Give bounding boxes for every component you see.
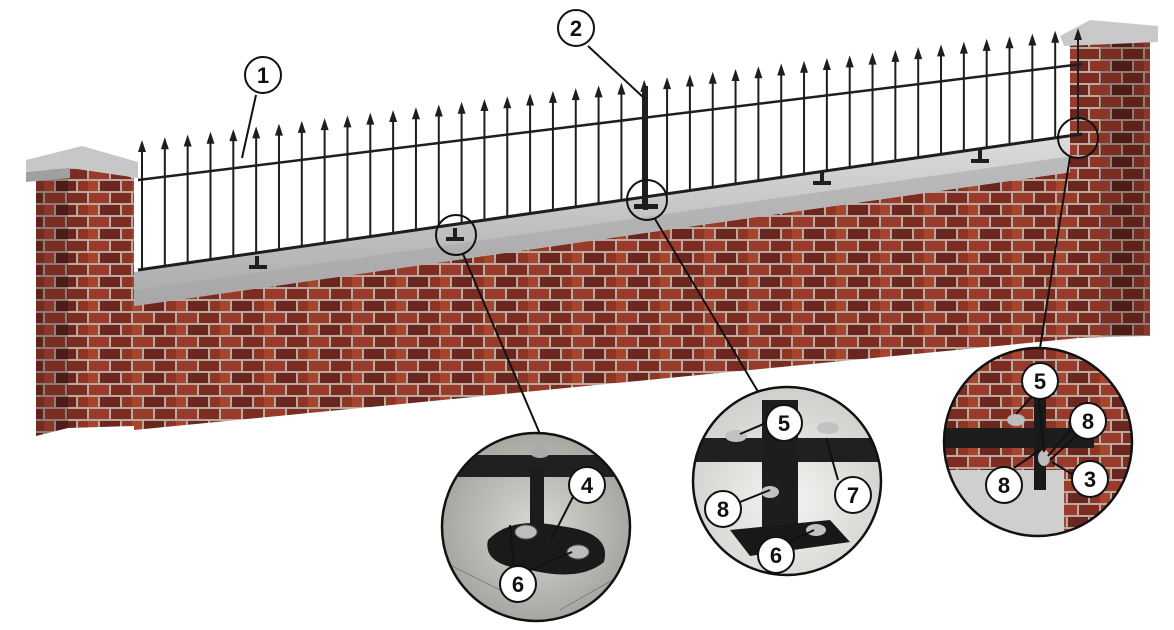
railing-spike-icon: [1028, 33, 1037, 46]
callout-1: 1: [244, 56, 282, 94]
railing-spike-icon: [868, 52, 877, 65]
detail-1-callout-4: 4: [568, 466, 606, 504]
railing-spike-icon: [548, 90, 557, 103]
detail-leaders: [509, 389, 1077, 571]
detail-3-callout-5: 5: [1021, 362, 1059, 400]
detail-3-callout-3: 3: [1071, 460, 1109, 498]
pier-cap-icon: [1060, 20, 1158, 46]
railing-spike-icon: [891, 49, 900, 62]
railing-spike-icon: [800, 60, 809, 73]
leader-line-detail-3: [1039, 156, 1071, 349]
railing-spike-icon: [183, 134, 192, 147]
railing-spike-icon: [845, 55, 854, 68]
railing-spike-icon: [754, 66, 763, 79]
railing-spike-icon: [366, 112, 375, 125]
callout-3-label: 3: [1084, 467, 1096, 492]
leader-line-2: [587, 45, 645, 99]
railing-bottom-rail: [137, 132, 1083, 272]
railing-spike-icon: [777, 63, 786, 76]
callout-4-label: 4: [581, 473, 594, 498]
railing-spike-icon: [982, 38, 991, 51]
railing-spike-icon: [138, 140, 146, 152]
bracket-icon: [634, 182, 658, 210]
bracket-icon: [249, 256, 267, 269]
callout-8-label: 8: [1082, 409, 1094, 434]
detail-2-callout-7: 7: [834, 476, 872, 514]
railing-panel: [137, 28, 1083, 272]
detail-marker-post: [626, 179, 668, 221]
railing-spike-icon: [160, 137, 169, 150]
callout-8-label: 8: [998, 473, 1010, 498]
brick-wall: [134, 136, 1100, 430]
railing-spike-icon: [685, 74, 694, 87]
leader-line-detail-2: [654, 218, 761, 396]
bracket-icon: [971, 150, 989, 163]
callout-6-label: 6: [770, 543, 782, 568]
railing-spike-icon: [252, 126, 261, 139]
railing-spike-icon: [959, 41, 968, 54]
railing-spike-icon: [411, 107, 420, 120]
callout-1-label: 1: [257, 63, 269, 88]
leader-line-detail-1: [462, 253, 541, 435]
railing-spike-icon: [708, 71, 717, 84]
railing-spike-icon: [274, 123, 283, 136]
callout-2-label: 2: [570, 16, 582, 41]
detail-3-callout-8-right: 8: [1069, 402, 1107, 440]
callout-5-label: 5: [778, 411, 790, 436]
detail-3-callout-8-left: 8: [985, 466, 1023, 504]
detail-2-callout-6: 6: [757, 536, 795, 574]
railing-spike-icon: [1074, 28, 1082, 40]
detail-marker-wall-end: [1057, 117, 1099, 159]
railing-spike-icon: [1051, 30, 1060, 43]
left-brick-pier: [26, 146, 138, 436]
callout-7-label: 7: [847, 483, 859, 508]
railing-post: [642, 86, 648, 204]
detail-2-callout-5: 5: [765, 404, 803, 442]
railing-spike-icon: [526, 93, 535, 106]
callout-5-label: 5: [1034, 369, 1046, 394]
right-brick-pier: [1060, 20, 1158, 338]
detail-view-bracket: [440, 431, 632, 623]
railing-spike-icon: [937, 44, 946, 57]
callout-6-label: 6: [512, 572, 524, 597]
railing-spike-icon: [594, 85, 603, 98]
railing-spike-icon: [343, 115, 352, 128]
bracket-icon: [813, 172, 831, 185]
railing-spike-icon: [822, 58, 831, 71]
railing-spike-icon: [731, 68, 740, 81]
callout-2: 2: [557, 9, 595, 47]
railing-spike-icon: [229, 129, 238, 142]
railing-spike-icon: [1005, 36, 1014, 49]
railing-spike-icon: [571, 88, 580, 101]
railing-top-rail: [137, 62, 1083, 182]
railing-spike-icon: [320, 118, 329, 131]
detail-1-callout-6: 6: [499, 565, 537, 603]
callout-8-label: 8: [717, 497, 729, 522]
detail-2-callout-8: 8: [704, 490, 742, 528]
coping-brackets: [249, 150, 989, 269]
railing-spike-icon: [617, 82, 626, 95]
bracket-icon: [446, 228, 464, 241]
railing-spike-icon: [206, 131, 215, 144]
railing-spike-icon: [480, 99, 489, 112]
railing-spike-icon: [297, 120, 306, 133]
railing-spike-icon: [389, 109, 398, 122]
detail-marker-bracket: [435, 214, 477, 256]
railing-spike-icon: [457, 101, 466, 114]
railing-spike-icon: [914, 47, 923, 60]
railing-spike-icon: [434, 104, 443, 117]
pier-cap-icon: [26, 146, 138, 178]
railing-spike-icon: [663, 77, 672, 90]
railing-spike-icon: [503, 96, 512, 109]
leader-line-1: [241, 94, 257, 159]
